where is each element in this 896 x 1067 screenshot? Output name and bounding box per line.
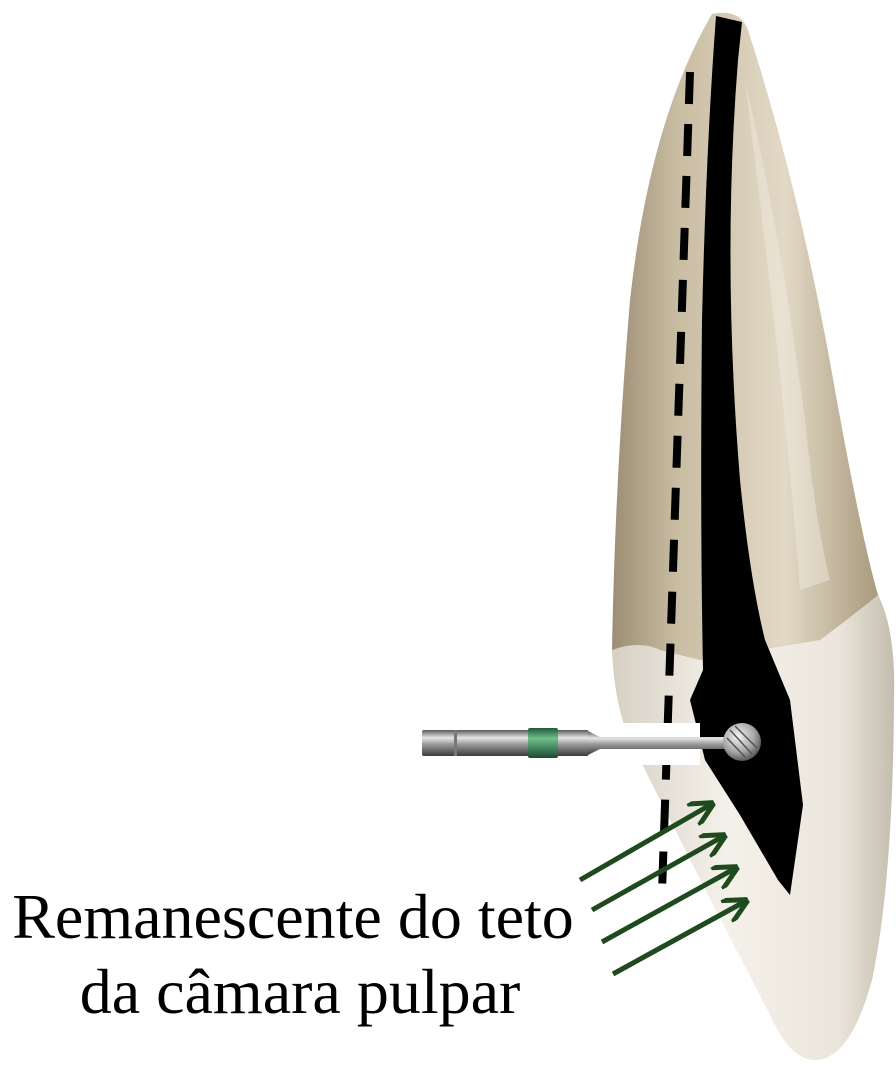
- caption-line-1: Remanescente do teto: [0, 885, 593, 949]
- bur-collar: [558, 730, 588, 756]
- arrow-4: [613, 902, 744, 974]
- bur-green-band: [528, 728, 558, 758]
- bur-grip-ring: [454, 730, 457, 756]
- bur-handle: [422, 730, 530, 756]
- caption-line-2: da câmara pulpar: [0, 960, 600, 1024]
